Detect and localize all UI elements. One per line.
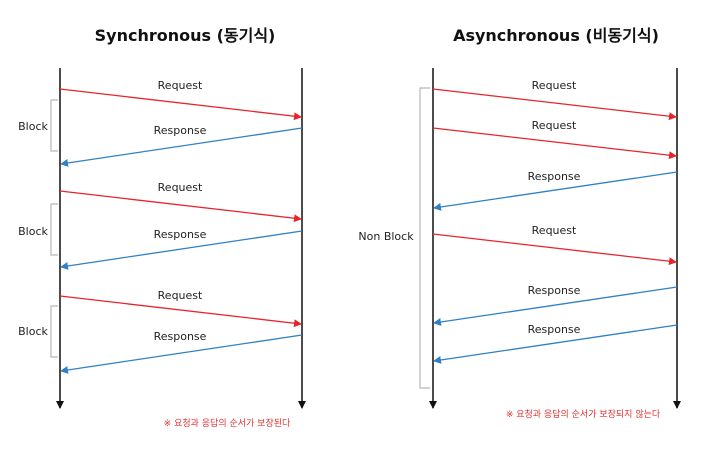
sync-block-bracket-3 xyxy=(50,305,58,358)
async-request-arrow-2 xyxy=(432,127,677,160)
sync-message-label-4: Response xyxy=(154,228,207,241)
async-nonblock-label: Non Block xyxy=(358,230,414,243)
async-response-arrow-2 xyxy=(433,286,678,326)
sync-response-arrow-1 xyxy=(60,127,303,167)
sync-request-arrow-3 xyxy=(59,295,302,328)
sync-message-label-5: Request xyxy=(158,289,203,302)
sync-title: Synchronous (동기식) xyxy=(95,26,276,45)
async-response-arrow-1 xyxy=(433,171,678,211)
async-request-arrow-1 xyxy=(432,88,677,121)
async-message-label-6: Response xyxy=(528,323,581,336)
sync-block-label-2: Block xyxy=(18,225,48,238)
async-nonblock-bracket xyxy=(419,87,430,389)
sync-response-arrow-2 xyxy=(60,230,303,270)
sync-message-label-6: Response xyxy=(154,330,207,343)
sync-message-label-1: Request xyxy=(158,79,203,92)
sync-order-note: ※ 요청과 응답의 순서가 보장된다 xyxy=(164,417,291,429)
async-response-arrow-3 xyxy=(433,324,678,364)
sync-message-label-3: Request xyxy=(158,181,203,194)
async-request-arrow-3 xyxy=(432,233,677,266)
sync-block-label-1: Block xyxy=(18,120,48,133)
sync-message-label-2: Response xyxy=(154,124,207,137)
sync-request-arrow-1 xyxy=(59,88,302,121)
sync-block-bracket-1 xyxy=(50,99,58,152)
sync-request-arrow-2 xyxy=(59,190,302,223)
async-title: Asynchronous (비동기식) xyxy=(453,26,659,45)
async-message-label-4: Request xyxy=(532,224,577,237)
sync-response-arrow-3 xyxy=(60,334,303,374)
sync-block-bracket-2 xyxy=(50,203,58,256)
async-message-label-1: Request xyxy=(532,79,577,92)
sync-block-label-3: Block xyxy=(18,325,48,338)
async-message-label-2: Request xyxy=(532,119,577,132)
async-message-label-5: Response xyxy=(528,284,581,297)
async-order-note: ※ 요청과 응답의 순서가 보장되지 않는다 xyxy=(506,408,661,420)
async-message-label-3: Response xyxy=(528,170,581,183)
